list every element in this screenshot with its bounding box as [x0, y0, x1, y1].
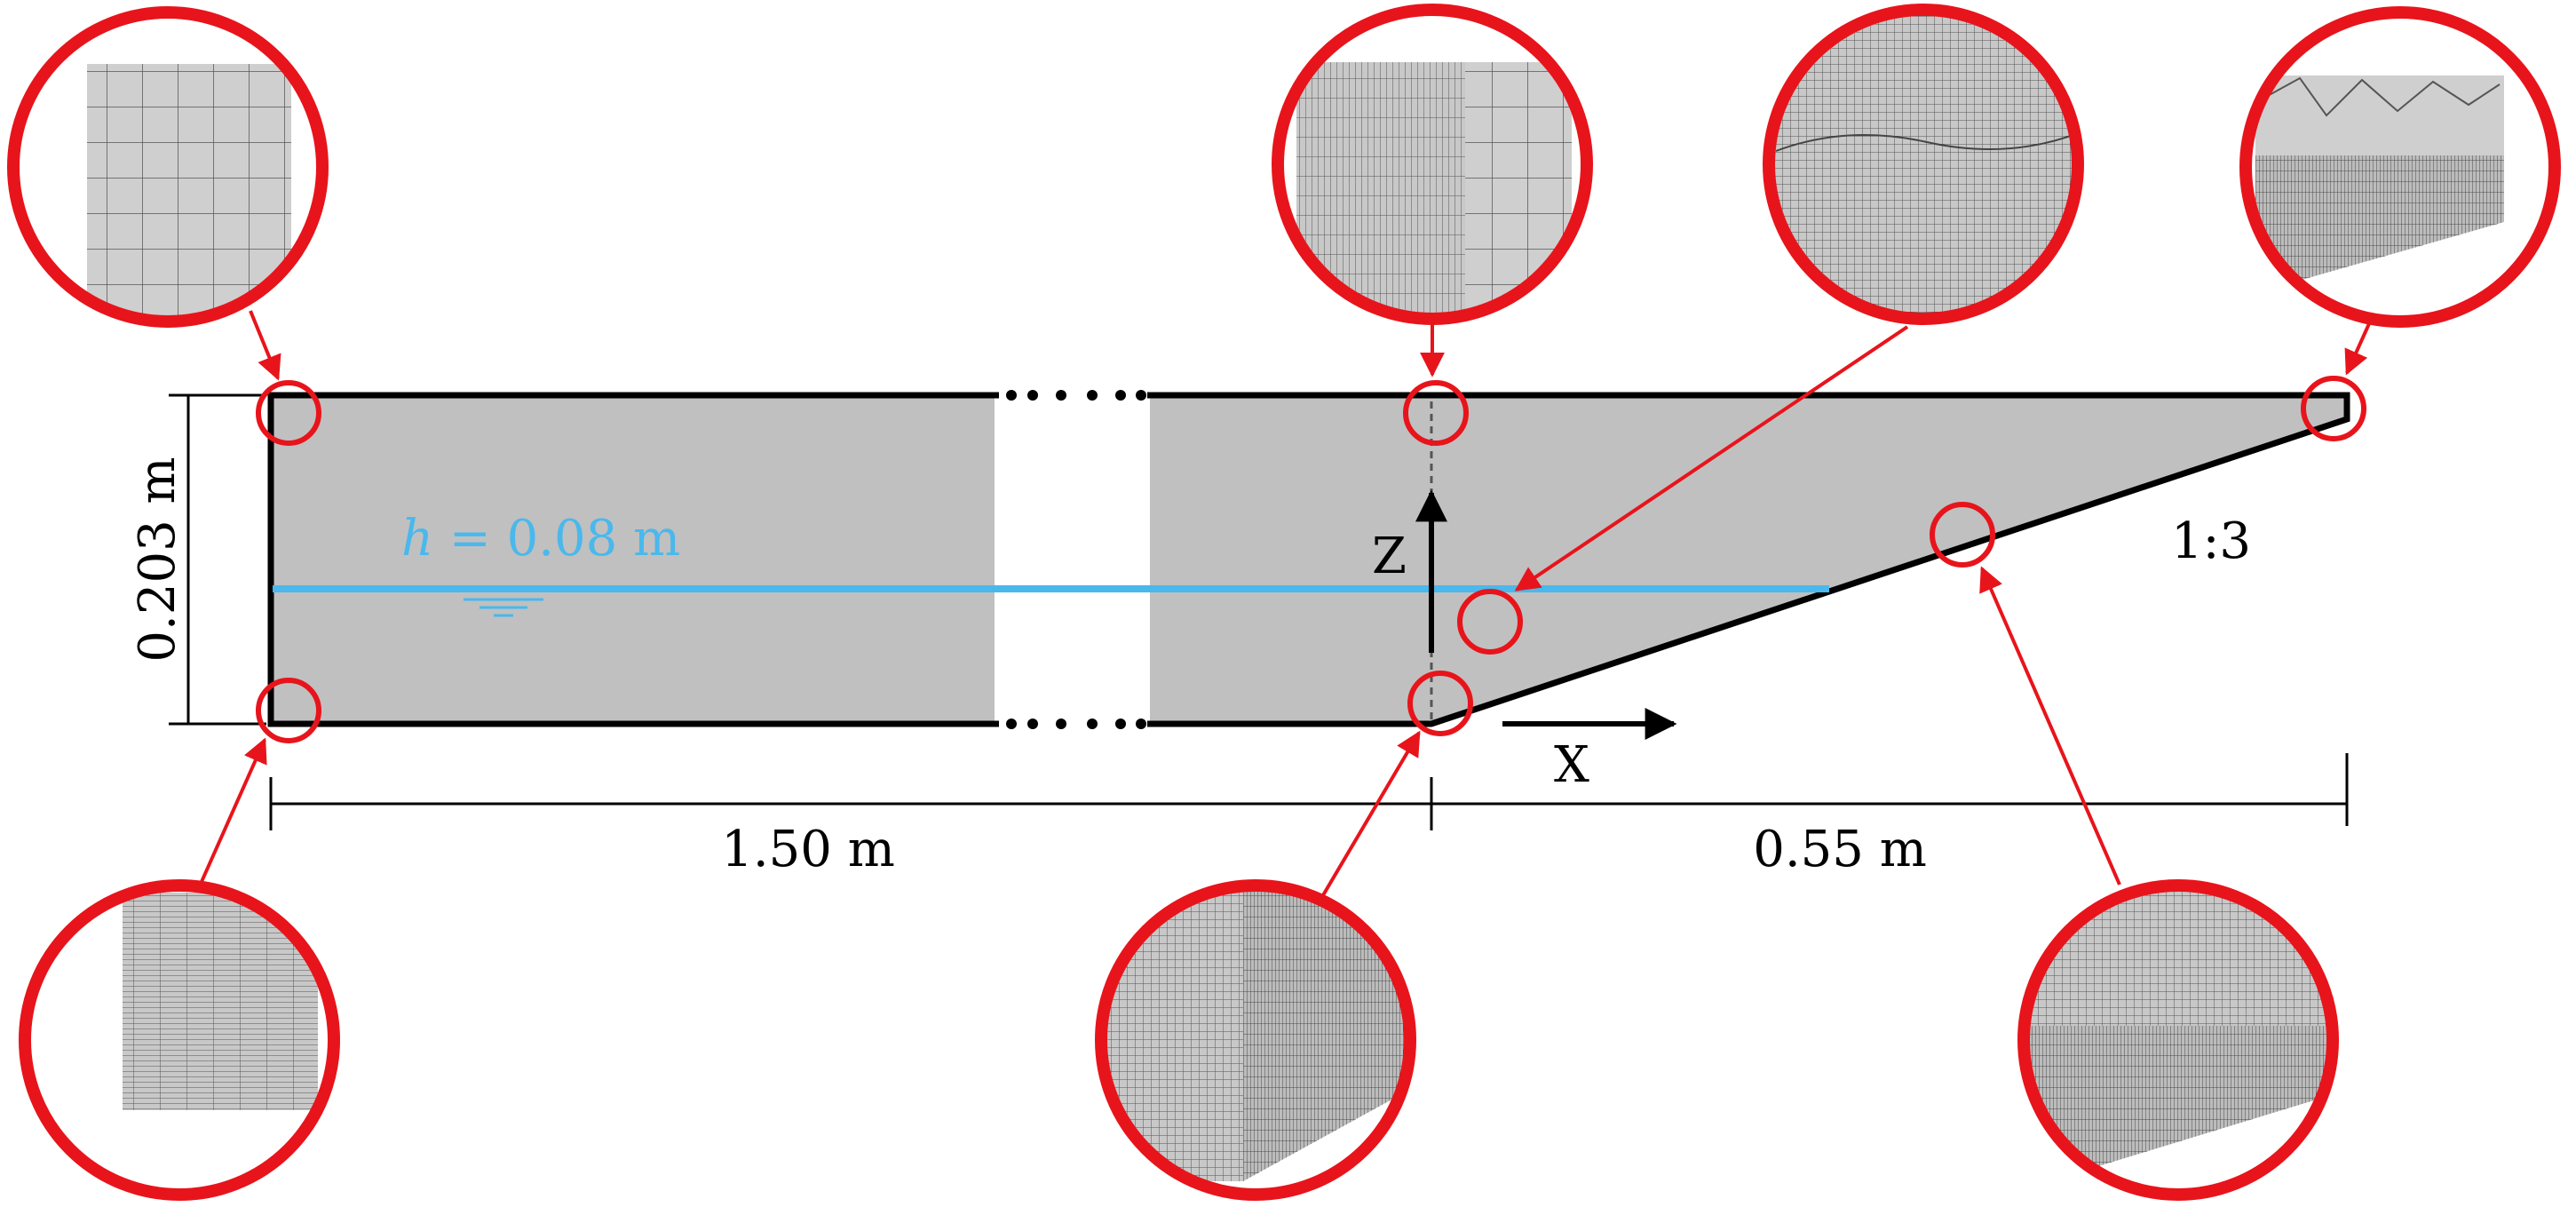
- inset-top-right-corner: [2239, 6, 2561, 328]
- marker-slope-toe: [1407, 671, 1473, 736]
- domain-outline-left: [267, 392, 999, 727]
- domain-outline-right: [1147, 392, 2350, 727]
- z-axis-label: Z: [1372, 528, 1407, 585]
- marker-free-surface: [1457, 589, 1523, 655]
- domain-right-section: [1150, 395, 2347, 724]
- height-dimension: [169, 393, 266, 726]
- inset-bottom-left-corner: [19, 879, 340, 1201]
- water-level-icon: [464, 598, 543, 617]
- length-left-label: 1.50 m: [721, 821, 895, 878]
- height-dimension-label: 0.203 m: [129, 457, 186, 662]
- marker-bottom-left-corner: [256, 678, 321, 743]
- water-depth-label: h = 0.08 m: [401, 510, 680, 568]
- length-right-label: 0.55 m: [1753, 821, 1927, 878]
- x-axis-label: X: [1554, 736, 1589, 794]
- inset-slope-toe: [1095, 879, 1416, 1201]
- highlight-markers: [256, 376, 2366, 743]
- marker-top-right-corner: [2301, 376, 2366, 441]
- marker-top-interface: [1403, 380, 1469, 446]
- domain-left-section: [271, 395, 995, 724]
- inset-slope-surface: [2017, 879, 2339, 1201]
- inset-free-surface: [1763, 4, 2084, 325]
- flume-domain: [267, 390, 2350, 729]
- marker-slope-surface: [1930, 502, 1995, 568]
- slope-ratio-label: 1:3: [2171, 512, 2251, 570]
- connector-arrows: [199, 310, 2373, 897]
- inset-top-left-corner: [7, 6, 329, 328]
- inset-top-interface: [1272, 4, 1593, 325]
- marker-top-left-corner: [256, 380, 321, 446]
- length-dimension: [269, 753, 2349, 830]
